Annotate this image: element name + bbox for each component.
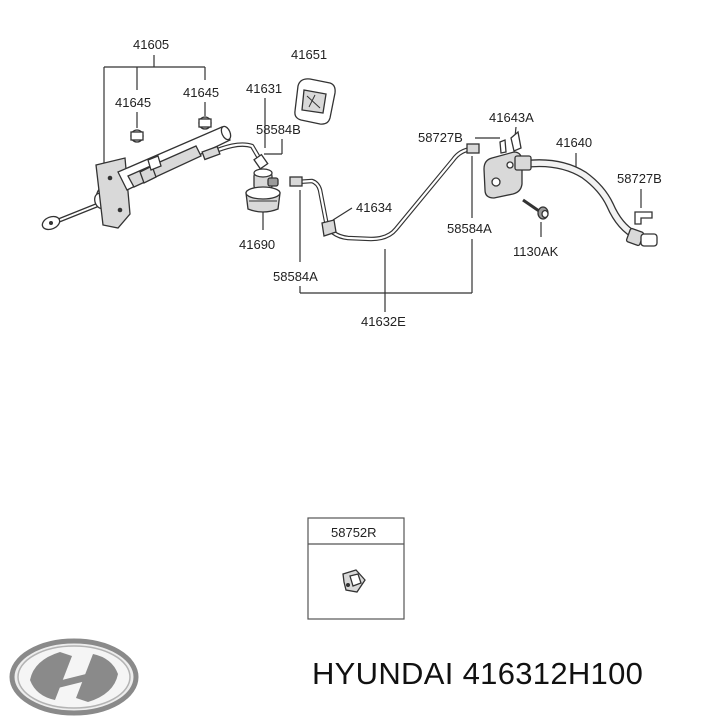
clip-58752r <box>342 569 366 593</box>
bracket-41643a <box>483 130 523 199</box>
leader-lines <box>103 55 642 312</box>
part-number: 416312H100 <box>462 656 644 691</box>
label-41643a: 41643A <box>489 110 534 125</box>
master-cylinder <box>41 116 232 231</box>
label-41651: 41651 <box>291 47 327 62</box>
label-58584a-left: 58584A <box>273 269 318 284</box>
label-58727b-left: 58727B <box>418 130 463 145</box>
label-41645-right: 41645 <box>183 85 219 100</box>
inset-title: 58752R <box>331 525 377 540</box>
brand-name: HYUNDAI <box>312 656 454 691</box>
reservoir <box>245 168 281 213</box>
label-41690: 41690 <box>239 237 275 252</box>
label-58584b: 58584B <box>256 122 301 137</box>
reservoir-cap <box>294 78 336 125</box>
hyundai-logo <box>9 638 139 716</box>
label-41645-left: 41645 <box>115 95 151 110</box>
label-41634: 41634 <box>356 200 392 215</box>
reservoir-hose <box>201 142 269 170</box>
label-41631: 41631 <box>246 81 282 96</box>
label-41605: 41605 <box>133 37 169 52</box>
label-1130ak: 1130AK <box>513 244 559 259</box>
label-58584a-right: 58584A <box>447 221 492 236</box>
inset-box: 58752R <box>307 517 405 620</box>
hose-41640 <box>514 155 658 247</box>
bolt-1130ak <box>522 198 549 220</box>
label-58727b-right: 58727B <box>617 171 662 186</box>
label-41640: 41640 <box>556 135 592 150</box>
clutch-pipe <box>289 143 480 242</box>
label-41632e: 41632E <box>361 314 406 329</box>
